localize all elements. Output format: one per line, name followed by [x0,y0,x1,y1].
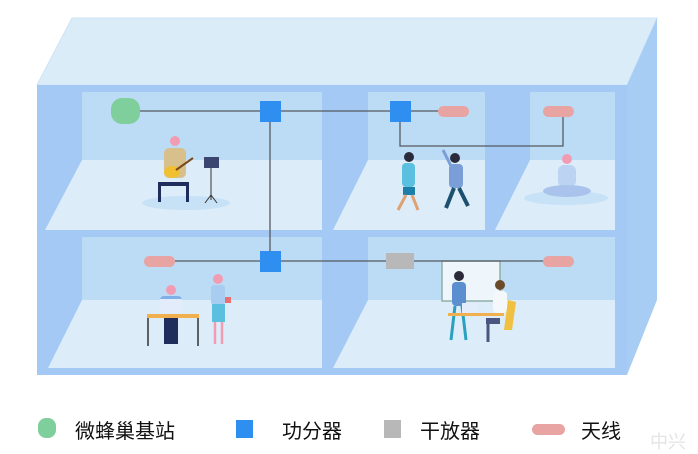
legend-base-station-icon [38,418,56,438]
legend-amplifier-icon [384,420,401,438]
legend-label-power-splitter: 功分器 [282,419,342,443]
person-at-desk [147,285,199,346]
legend-label-base-station: 微蜂巢基站 [75,419,175,443]
power-splitter-icon [260,101,281,122]
room-top-left [45,92,322,230]
building-side [627,18,657,375]
person-meditating [524,154,608,205]
antenna-icon [144,256,175,267]
antenna-icon [438,106,469,117]
room-bottom-left [48,237,322,368]
room-bottom-right [333,237,615,368]
room-top-right [495,92,615,230]
building-roof [36,17,658,86]
legend-antenna-icon [532,424,565,435]
legend-power-splitter-icon [236,420,253,438]
antenna-icon [543,106,574,117]
legend-label-amplifier: 干放器 [420,419,480,443]
legend-label-antenna: 天线 [581,419,621,443]
person-guitarist [142,136,230,210]
power-splitter-icon [390,101,411,122]
meeting-scene [441,260,516,342]
base-station-icon [111,98,140,124]
person-walking-boy [441,149,470,209]
antenna-icon [543,256,574,267]
person-standing-woman [211,274,231,344]
person-walking-girl [396,152,420,211]
watermark: 中兴 [650,432,686,453]
amplifier-icon [386,253,414,269]
power-splitter-icon [260,251,281,272]
